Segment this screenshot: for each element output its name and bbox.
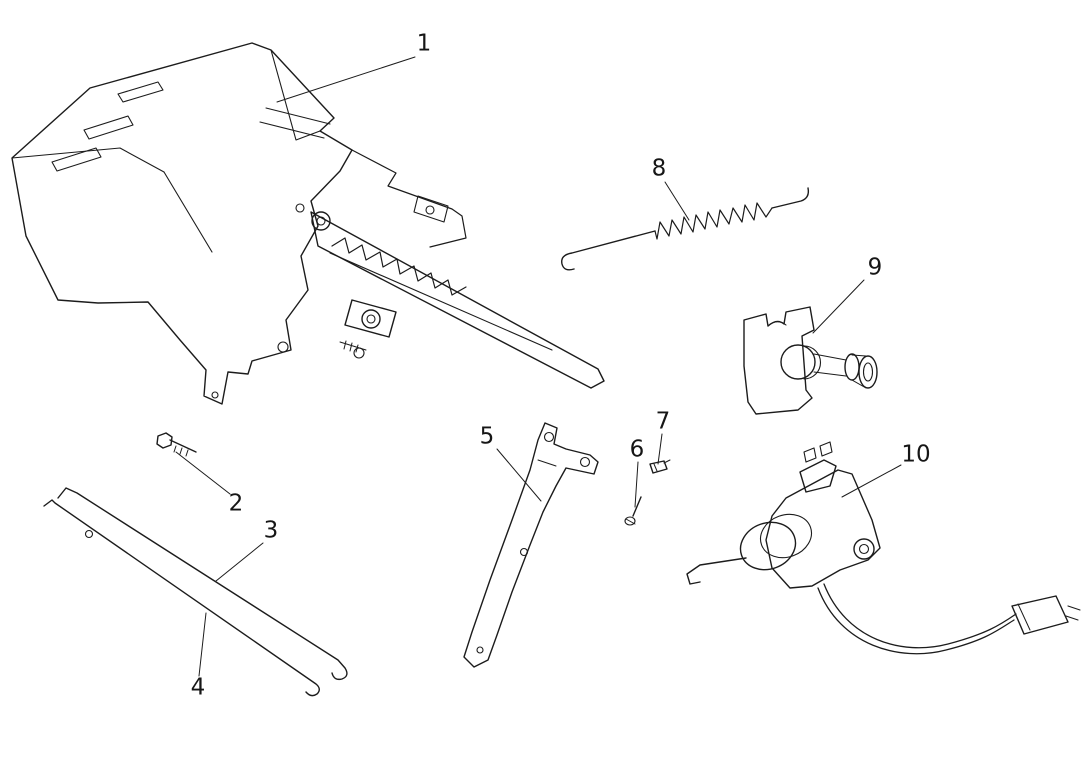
leader-line-9 — [812, 279, 865, 334]
part-1-control-housing-drawing — [11, 42, 605, 405]
part-4-control-rod-drawing — [43, 499, 320, 697]
part-label-9: 9 — [867, 254, 883, 281]
leader-line-6 — [634, 461, 639, 508]
part-label-6: 6 — [629, 436, 645, 463]
part-9-bracket-knob-drawing — [743, 306, 878, 415]
leader-line-7 — [657, 433, 663, 465]
part-5-lever-bracket-drawing — [463, 422, 599, 668]
leader-line-8 — [664, 181, 690, 221]
part-10-solenoid-cable-drawing — [686, 441, 1081, 655]
part-label-10: 10 — [901, 441, 931, 468]
leader-line-5 — [496, 448, 542, 502]
part-label-2: 2 — [228, 490, 244, 517]
leader-line-10 — [841, 464, 902, 498]
part-label-8: 8 — [651, 155, 667, 182]
leader-lines — [175, 56, 902, 677]
part-7-clip-drawing — [649, 459, 671, 474]
leader-line-2 — [175, 451, 231, 495]
part-3-control-rod-drawing — [57, 487, 348, 681]
leader-line-1 — [276, 56, 416, 103]
leader-line-4 — [198, 612, 207, 677]
leader-line-3 — [215, 542, 264, 582]
part-label-4: 4 — [190, 674, 206, 701]
part-label-7: 7 — [655, 408, 671, 435]
part-2-bolt-drawing — [156, 432, 197, 457]
part-label-1: 1 — [416, 30, 432, 57]
part-label-5: 5 — [479, 423, 495, 450]
part-6-pin-drawing — [624, 496, 642, 526]
part-8-spring-drawing — [561, 187, 810, 271]
part-label-3: 3 — [263, 517, 279, 544]
